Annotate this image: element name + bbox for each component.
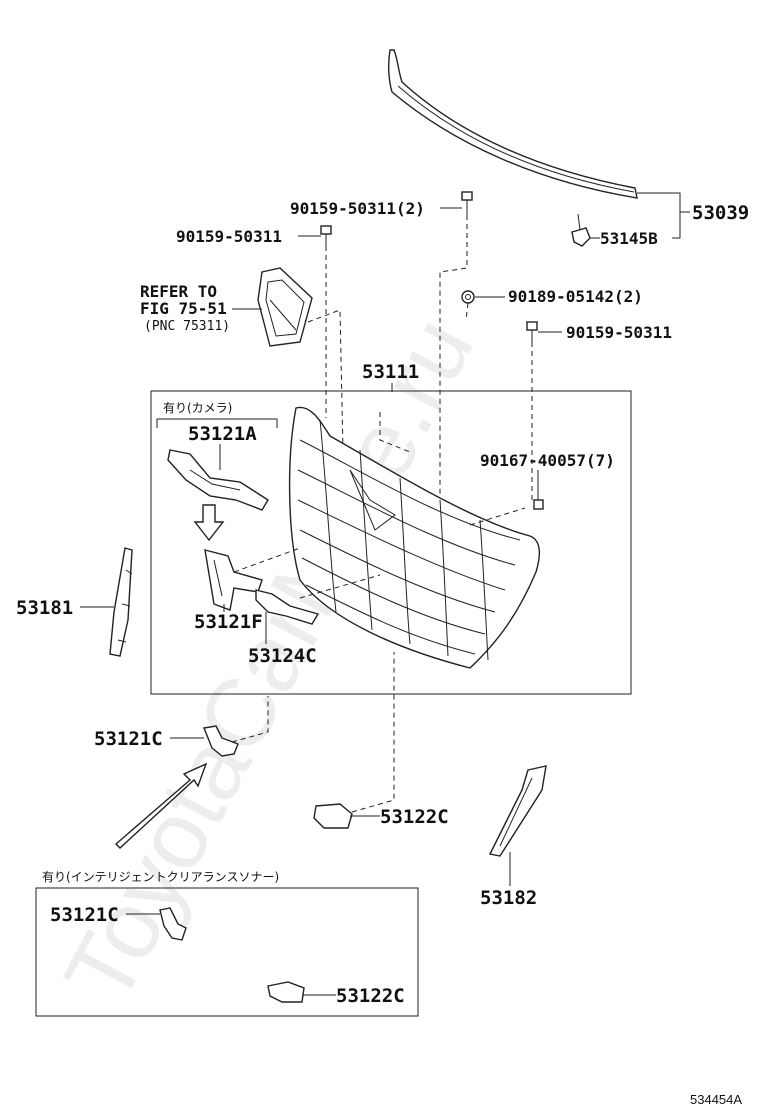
label-refer-line1: REFER TO: [140, 282, 217, 301]
molding-53039[interactable]: [387, 49, 638, 199]
sonar-note: 有り(インテリジェントクリアランスソナー): [42, 870, 279, 884]
dash-53122C: [351, 652, 395, 813]
arrow-up-right-icon: [114, 762, 208, 849]
part-53121A[interactable]: [167, 449, 269, 511]
bolt-90159-50311-a[interactable]: [320, 225, 332, 246]
part-53124C[interactable]: [255, 589, 320, 625]
part-53182[interactable]: [488, 765, 547, 857]
label-refer-line3: (PNC 75311): [144, 319, 230, 334]
camera-bracket: [156, 418, 278, 428]
label-53145B: 53145B: [600, 229, 658, 248]
box-part-53121C[interactable]: [159, 907, 187, 941]
label-90159-50311-b: 90159-50311: [566, 323, 672, 342]
clip-53145B[interactable]: [571, 213, 591, 247]
part-53181[interactable]: [109, 547, 133, 657]
label-53039: 53039: [692, 202, 749, 224]
bolt-90159-50311-b[interactable]: [526, 321, 538, 342]
dash-grille-2: [469, 507, 526, 526]
dash-53121F: [233, 547, 301, 573]
label-53121C: 53121C: [94, 728, 163, 750]
label-box-53121C: 53121C: [50, 904, 119, 926]
label-90189-05142-2: 90189-05142(2): [508, 287, 643, 306]
diagram-code: 534454A: [690, 1092, 742, 1107]
label-53181: 53181: [16, 597, 73, 619]
dash-refer: [307, 309, 345, 501]
label-53121A: 53121A: [188, 423, 257, 445]
label-53122C: 53122C: [380, 806, 449, 828]
label-refer-line2: FIG 75-51: [140, 299, 227, 318]
dash-grille-1: [379, 412, 411, 453]
part-53121C[interactable]: [203, 725, 239, 757]
label-box-53122C: 53122C: [336, 985, 405, 1007]
grille-53111[interactable]: [288, 406, 541, 669]
label-53124C: 53124C: [248, 645, 317, 667]
dash-bolt-2: [439, 215, 468, 500]
box-part-53122C[interactable]: [267, 981, 305, 1003]
assembly-box: [150, 390, 632, 695]
leader-53039-top: [637, 192, 681, 239]
label-53182: 53182: [480, 887, 537, 909]
part-53122C[interactable]: [313, 803, 353, 829]
label-90167-40057-7: 90167-40057(7): [480, 451, 615, 470]
sonar-box: [35, 887, 419, 1017]
arrow-down-icon: [193, 504, 225, 542]
dash-nut: [465, 302, 469, 321]
emblem-refer[interactable]: [257, 267, 313, 347]
bolt-90167-40057[interactable]: [533, 482, 544, 510]
nut-90189-05142[interactable]: [461, 290, 475, 304]
label-53111: 53111: [362, 361, 419, 383]
label-53121F: 53121F: [194, 611, 263, 633]
bolt-90159-50311-2[interactable]: [461, 191, 473, 215]
dash-53124C: [299, 574, 381, 599]
label-90159-50311-a: 90159-50311: [176, 227, 282, 246]
label-90159-50311-2: 90159-50311(2): [290, 199, 425, 218]
camera-note: 有り(カメラ): [163, 401, 232, 415]
dash-53121C: [231, 696, 269, 743]
